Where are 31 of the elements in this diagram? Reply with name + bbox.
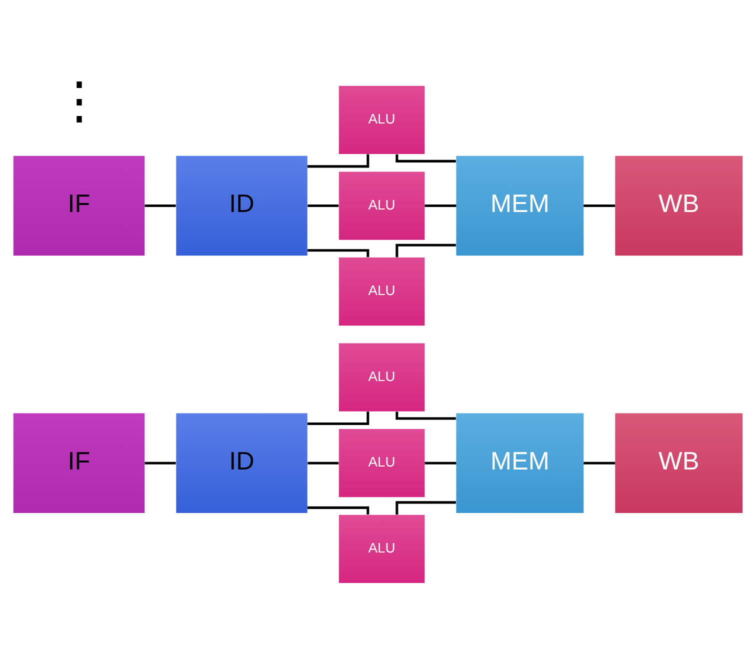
connector (308, 462, 339, 464)
node-box: ALU (338, 86, 425, 154)
node-box: ID (176, 156, 308, 256)
node-box: ALU (338, 429, 425, 498)
node-box: MEM (456, 156, 584, 256)
connector (424, 462, 456, 464)
connector (396, 244, 456, 258)
connector (396, 501, 456, 515)
connector (307, 249, 370, 258)
connector (396, 412, 456, 420)
node-box: MEM (456, 413, 584, 513)
connector (396, 154, 456, 162)
node-box: WB (615, 156, 743, 256)
connector (307, 154, 370, 168)
connector (144, 462, 176, 464)
node-box: WB (615, 413, 743, 513)
node-box: ALU (338, 257, 425, 326)
node-box: ALU (338, 343, 425, 412)
label: ⋮ (54, 71, 104, 128)
connector (144, 204, 176, 208)
connector (584, 462, 616, 464)
node-box: IF (13, 413, 145, 513)
node-box: ALU (338, 514, 425, 583)
connector (307, 412, 370, 426)
connector (308, 204, 339, 208)
connector (584, 204, 616, 208)
node-box: ALU (338, 172, 425, 240)
connector (307, 506, 370, 514)
node-box: IF (13, 156, 145, 256)
connector (424, 204, 456, 208)
node-box: ID (176, 413, 308, 513)
